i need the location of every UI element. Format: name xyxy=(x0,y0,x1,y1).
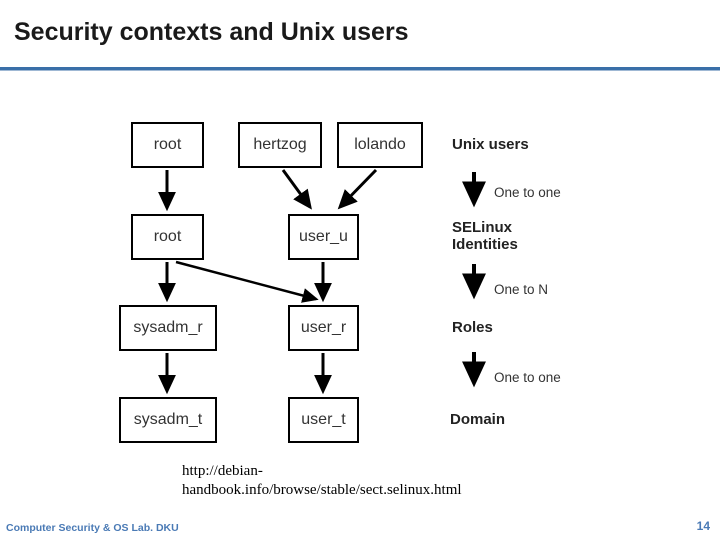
page-title: Security contexts and Unix users xyxy=(14,18,409,46)
legend-roles: Roles xyxy=(452,319,493,336)
node-user-u[interactable]: user_u xyxy=(288,214,359,260)
source-url-line2: handbook.info/browse/stable/sect.selinux… xyxy=(182,482,462,498)
node-root-identity[interactable]: root xyxy=(131,214,204,260)
footer-page-number: 14 xyxy=(696,519,710,533)
legend-domain: Domain xyxy=(450,411,506,428)
node-hertzog[interactable]: hertzog xyxy=(238,122,322,168)
legend-one-to-n: One to N xyxy=(494,282,549,297)
legend-one-to-one-2: One to one xyxy=(494,370,561,385)
node-root-user[interactable]: root xyxy=(131,122,204,168)
legend-unix-users: Unix users xyxy=(452,136,529,153)
node-user-r[interactable]: user_r xyxy=(288,305,359,351)
footer-organization: Computer Security & OS Lab. DKU xyxy=(6,522,179,534)
source-url: http://debian- handbook.info/browse/stab… xyxy=(182,462,602,500)
title-divider xyxy=(0,67,720,70)
title-divider-thin xyxy=(0,70,720,71)
legend-selinux-identities-line2: Identities xyxy=(452,236,518,253)
source-url-line1: http://debian- xyxy=(182,463,263,479)
legend-one-to-one-1: One to one xyxy=(494,185,561,200)
node-user-t[interactable]: user_t xyxy=(288,397,359,443)
node-lolando[interactable]: lolando xyxy=(337,122,423,168)
node-sysadm-t[interactable]: sysadm_t xyxy=(119,397,217,443)
node-sysadm-r[interactable]: sysadm_r xyxy=(119,305,217,351)
legend-selinux-identities-line1: SELinux xyxy=(452,219,513,236)
